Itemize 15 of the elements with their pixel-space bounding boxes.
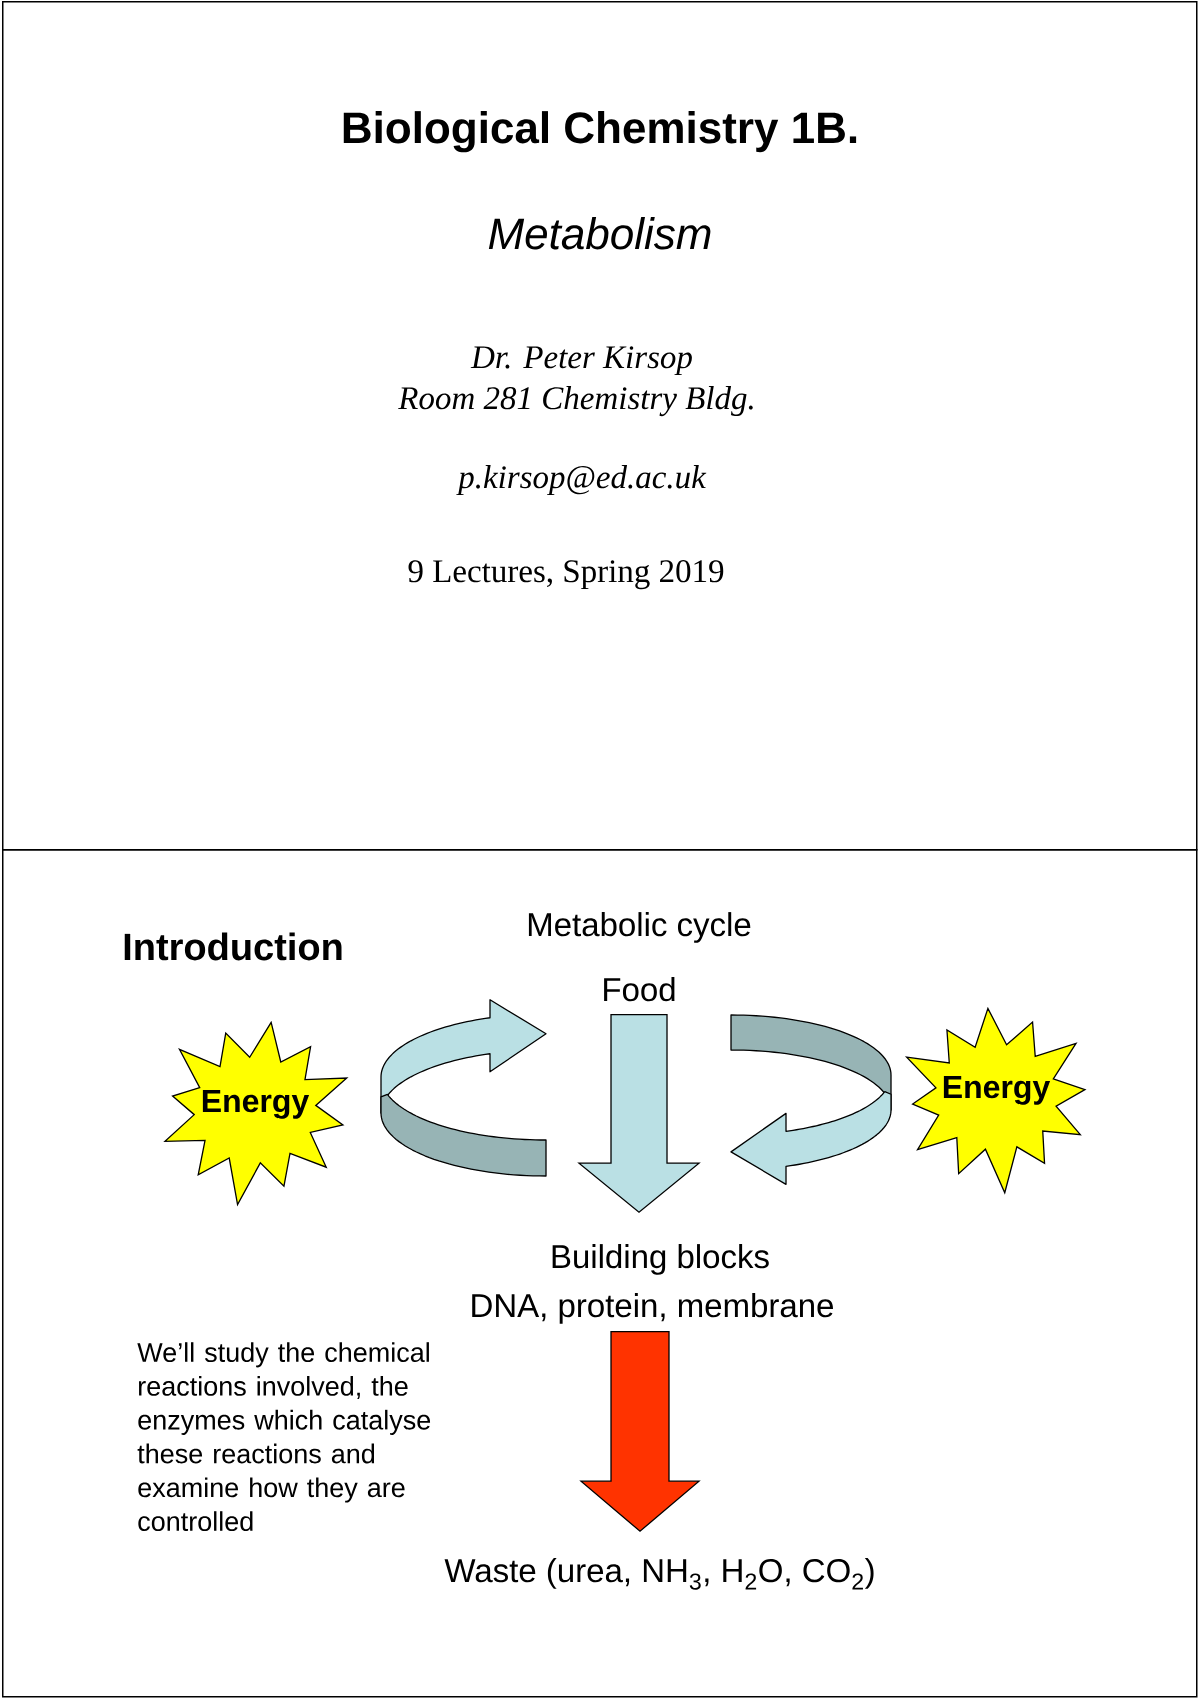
room-address: Room 281 Chemistry Bldg. bbox=[398, 386, 753, 417]
diagram-heading: Metabolic cycle bbox=[528, 912, 751, 943]
email-address: p.kirsop@ed.ac.uk bbox=[456, 465, 707, 496]
slide-title: Biological Chemistry 1B. bbox=[343, 111, 857, 153]
author-name: Dr. Peter Kirsop bbox=[470, 346, 692, 376]
slide-heading: Introduction bbox=[124, 932, 342, 961]
diagram-label: DNA, protein, membrane bbox=[472, 1293, 833, 1324]
block-arrow bbox=[577, 1014, 701, 1214]
block-arrow bbox=[579, 1331, 701, 1533]
lecture-info: 9 Lectures, Spring 2019 bbox=[408, 560, 724, 590]
slide-subtitle: Metabolism bbox=[488, 217, 711, 250]
diagram-label: Waste (urea, NH$_{3}$, H$_{2}$O, CO$_{2}$) bbox=[444, 1558, 874, 1590]
diagram-label: Food bbox=[604, 977, 675, 1002]
body-text: We’ll study the chemical reactions involved, the enzymes which catalyse these reactions and examine how they are controlled bbox=[137, 1342, 431, 1532]
diagram-label: Building blocks bbox=[552, 1244, 769, 1275]
